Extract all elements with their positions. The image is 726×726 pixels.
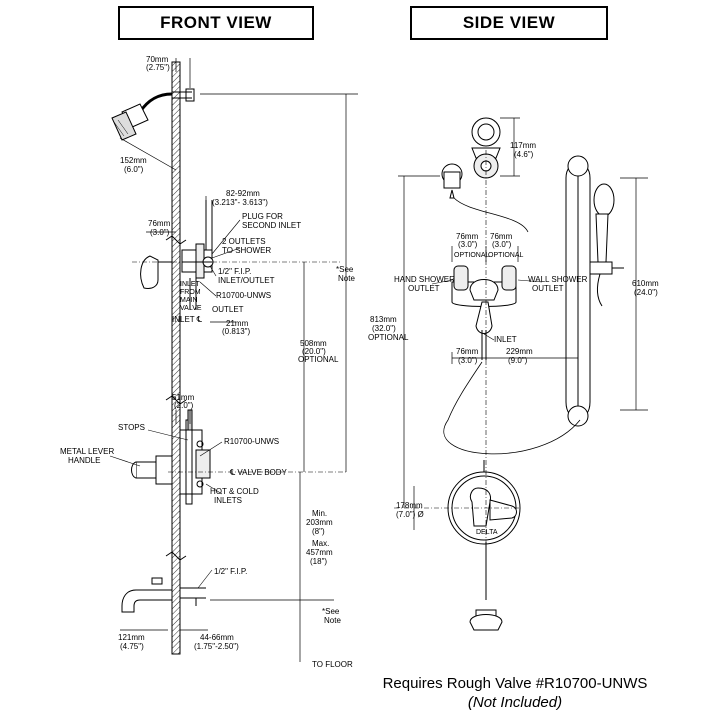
dim-44-66-in: (1.75"-2.50"): [194, 642, 239, 651]
dim-610-in: (24.0"): [634, 288, 658, 297]
inlet-label: INLET: [494, 335, 517, 344]
dim-152-in: (6.0"): [124, 165, 144, 174]
see-note-1: *See: [336, 265, 354, 274]
dim-610: 610mm: [632, 279, 659, 288]
rough-valve-note: Requires Rough Valve #R10700-UNWS: [382, 675, 648, 692]
dim-51-in: (2.0"): [174, 401, 194, 410]
fip-spout: 1/2" F.I.P.: [214, 567, 247, 576]
dim-178: 178mm: [396, 501, 423, 510]
dim-82-92-in: (3.213"- 3.613"): [212, 198, 268, 207]
dim-203: 203mm: [306, 518, 333, 527]
dim-121: 121mm: [118, 633, 145, 642]
valve-model-main: R10700-UNWS: [224, 437, 279, 446]
optional-b: OPTIONAL: [488, 252, 524, 259]
dim-70-in: (2.75"): [146, 63, 170, 72]
dim-70: 70mm: [146, 55, 169, 64]
valve-model-top: R10700-UNWS: [216, 291, 271, 300]
outlets-label-2: TO SHOWER: [222, 246, 271, 255]
dim-121-in: (4.75"): [120, 642, 144, 651]
inlet-centerline: INLET ℄: [172, 315, 203, 324]
tub-spout-front: [121, 577, 206, 613]
metal-lever-1: METAL LEVER: [60, 447, 114, 456]
stops-label: STOPS: [118, 423, 145, 432]
wall-shower-outlet-1: WALL SHOWER: [528, 275, 588, 284]
dim-508-in: (20.0"): [302, 347, 326, 356]
dim-76c: 76mm: [456, 347, 479, 356]
dim-44-66: 44-66mm: [200, 633, 234, 642]
dim-76a-in: (3.0"): [458, 240, 478, 249]
optional-a: OPTIONAL: [454, 252, 490, 259]
shower-head-front: [111, 88, 195, 141]
hand-shower-holder-side: [441, 163, 529, 233]
inlet-from-2: FROM: [180, 289, 201, 296]
dim-76b-in: (3.0"): [492, 240, 512, 249]
side-view-labels: 117mm (4.6") 76mm (3.0") 76mm (3.0") OPT…: [368, 141, 659, 536]
dim-508-optional: OPTIONAL: [298, 355, 339, 364]
front-view-drawing: [109, 58, 358, 662]
see-note-4: Note: [324, 616, 341, 625]
side-view-drawing: [394, 117, 648, 631]
not-included-note: (Not Included): [467, 694, 563, 711]
plug-label-1: PLUG FOR: [242, 212, 283, 221]
outlets-label-1: 2 OUTLETS: [222, 237, 266, 246]
dim-76: 76mm: [148, 219, 171, 228]
dim-76b: 76mm: [490, 232, 513, 241]
dim-117: 117mm: [510, 141, 536, 150]
hand-shower-side: [589, 183, 624, 307]
hotcold-2: INLETS: [214, 496, 242, 505]
hand-shower-outlet-1: HAND SHOWER: [394, 275, 455, 284]
diverter-front: [132, 200, 342, 310]
side-view-title: SIDE VIEW: [410, 6, 608, 40]
hand-shower-outlet-2: OUTLET: [408, 284, 440, 293]
wall-shower-outlet-2: OUTLET: [532, 284, 564, 293]
slide-bar-side: [565, 155, 591, 427]
inlet-from-4: VALVE: [180, 305, 202, 312]
dim-178-in: (7.0") Ø: [396, 510, 424, 519]
fip-label-2: INLET/OUTLET: [218, 276, 275, 285]
hotcold-1: HOT & COLD: [210, 487, 259, 496]
see-note-2: Note: [338, 274, 355, 283]
dim-76c-in: (3.0"): [458, 356, 478, 365]
shower-head-side: [471, 117, 501, 179]
dim-813-optional: OPTIONAL: [368, 333, 409, 342]
main-valve-front: [131, 409, 346, 505]
plug-label-2: SECOND INLET: [242, 221, 301, 230]
brand-mark: DELTA: [476, 529, 498, 536]
dim-82-92: 82-92mm: [226, 189, 260, 198]
inlet-from-1: INLET: [180, 281, 201, 288]
dim-457: 457mm: [306, 548, 333, 557]
dim-813-in: (32.0"): [372, 324, 396, 333]
dim-813: 813mm: [370, 315, 397, 324]
dim-229: 229mm: [506, 347, 533, 356]
dim-76-in: (3.0"): [150, 228, 170, 237]
dim-21: 21mm: [226, 319, 249, 328]
dim-508: 508mm: [300, 339, 327, 348]
dim-152: 152mm: [120, 156, 147, 165]
min-label: Min.: [312, 509, 327, 518]
dim-21-in: (0.813"): [222, 327, 251, 336]
front-view-title: FRONT VIEW: [118, 6, 314, 40]
max-label: Max.: [312, 539, 329, 548]
valve-body-label: ℄ VALVE BODY: [229, 468, 288, 477]
outlet-label: OUTLET: [212, 305, 244, 314]
dim-457-in: (18"): [310, 557, 327, 566]
dim-117-in: (4.6"): [514, 150, 534, 159]
dim-229-in: (9.0"): [508, 356, 528, 365]
dim-51: 51mm: [172, 393, 195, 402]
dim-76a: 76mm: [456, 232, 479, 241]
to-floor: TO FLOOR: [312, 660, 353, 669]
diverter-side: [451, 265, 517, 360]
valve-trim-side: [447, 460, 521, 631]
metal-lever-2: HANDLE: [68, 456, 100, 465]
dim-203-in: (8"): [312, 527, 325, 536]
wall-section: [171, 61, 181, 655]
see-note-3: *See: [322, 607, 340, 616]
front-view-labels: 70mm (2.75") 152mm (6.0") 82-92mm (3.213…: [60, 55, 355, 669]
inlet-from-3: MAIN: [180, 297, 198, 304]
fip-label-1: 1/2" F.I.P.: [218, 267, 251, 276]
